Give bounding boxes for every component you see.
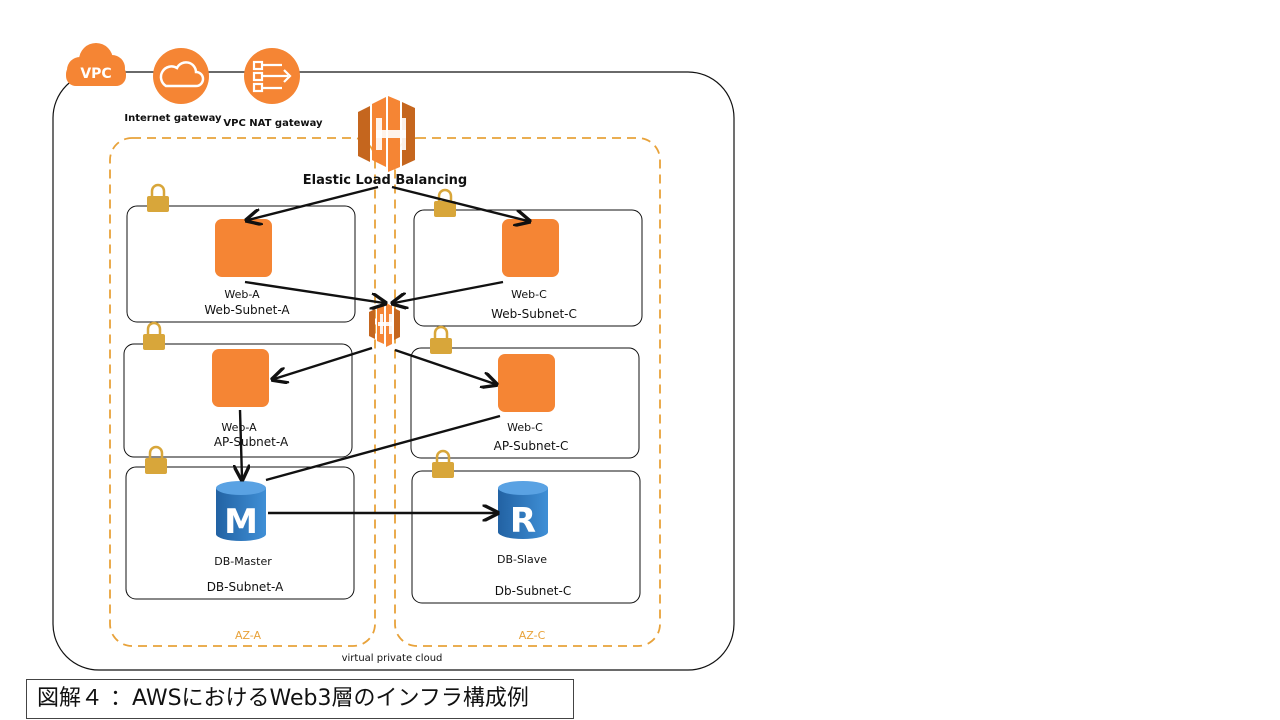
db-master-label: DB-Master	[214, 555, 272, 568]
arrow-elb-to-web-c	[391, 185, 528, 221]
ap-subnet-a-label: AP-Subnet-A	[214, 435, 289, 449]
db-slave-badge: R	[510, 501, 536, 541]
db-master-icon: M	[216, 481, 266, 542]
lock-icon	[145, 445, 167, 474]
arrow-elb-to-web-a	[248, 185, 379, 220]
vpc-badge: VPC	[66, 43, 126, 86]
lock-icon	[434, 188, 456, 217]
load-balancer-icon	[358, 96, 415, 172]
cloud-outline-icon	[159, 61, 205, 88]
lock-icon	[430, 325, 452, 354]
web-a-instance	[215, 219, 272, 277]
vpc-boundary	[52, 71, 735, 671]
subnet-db-c	[411, 470, 641, 604]
ap-a-instance-label: Web-A	[221, 421, 257, 434]
cloud-icon	[66, 43, 126, 86]
az-a-label: AZ-A	[235, 629, 262, 642]
db-subnet-a-label: DB-Subnet-A	[207, 580, 284, 594]
ap-subnet-c-label: AP-Subnet-C	[494, 439, 569, 453]
db-slave-icon: R	[498, 481, 548, 541]
az-c-label: AZ-C	[519, 629, 546, 642]
ap-a-instance	[212, 349, 269, 407]
arrow-web-a-to-ilb	[244, 280, 384, 303]
web-c-instance	[502, 219, 559, 277]
lock-icon	[432, 449, 454, 478]
web-a-label: Web-A	[224, 288, 260, 301]
arrow-web-c-to-ilb	[394, 280, 504, 303]
arrow-ap-a-to-db	[240, 409, 242, 478]
ap-c-instance	[498, 354, 555, 412]
lock-icon	[143, 321, 165, 350]
db-master-badge: M	[224, 502, 258, 542]
connection-arrows	[240, 185, 528, 513]
vpc-footer-label: virtual private cloud	[342, 653, 443, 664]
web-subnet-a-label: Web-Subnet-A	[204, 303, 290, 317]
nat-arrows-icon	[252, 60, 292, 93]
az-a-boundary	[109, 137, 376, 647]
ap-c-instance-label: Web-C	[507, 421, 543, 434]
lock-icon	[147, 183, 169, 212]
internet-gateway	[153, 48, 209, 104]
subnet-ap-c	[410, 347, 640, 459]
elb-label: Elastic Load Balancing	[303, 173, 467, 188]
arrow-ilb-to-ap-a	[274, 346, 373, 379]
nat-gateway	[244, 48, 300, 104]
web-subnet-c-label: Web-Subnet-C	[491, 307, 577, 321]
nat-gateway-label: VPC NAT gateway	[223, 118, 323, 129]
arrow-ap-c-to-db	[265, 414, 501, 482]
az-c-boundary	[394, 137, 661, 647]
figure-caption: 図解４ ：AWSにおけるWeb3層のインフラ構成例	[26, 679, 574, 719]
db-slave-label: DB-Slave	[497, 553, 547, 566]
subnet-ap-a	[123, 343, 353, 458]
arrow-ilb-to-ap-c	[394, 348, 495, 384]
internet-gateway-label: Internet gateway	[124, 113, 222, 124]
web-c-label: Web-C	[511, 288, 547, 301]
db-subnet-c-label: Db-Subnet-C	[495, 584, 571, 598]
subnet-web-a	[126, 205, 356, 323]
vpc-badge-label: VPC	[80, 66, 111, 82]
load-balancer-icon	[369, 303, 400, 347]
